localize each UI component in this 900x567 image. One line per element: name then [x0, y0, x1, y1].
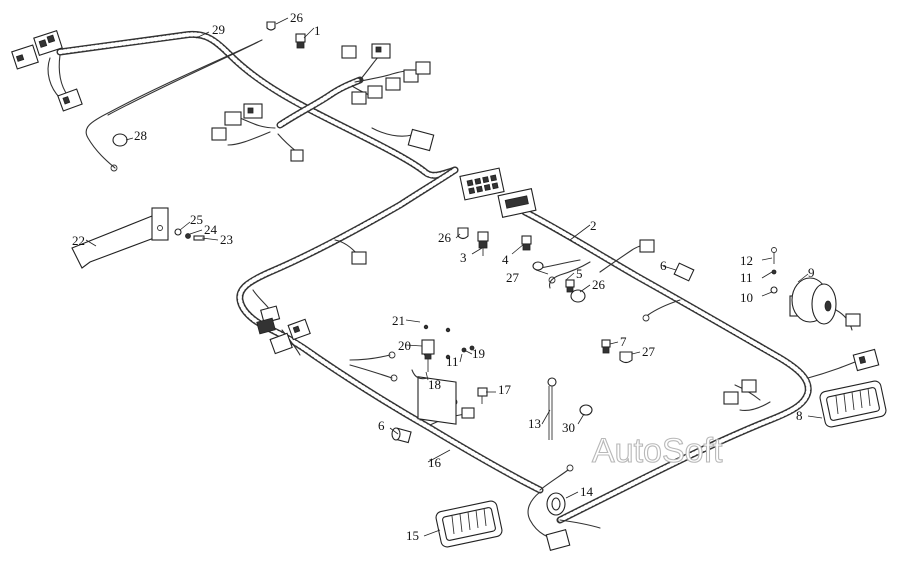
callout-29: 29 — [212, 22, 225, 37]
callout-25: 25 — [190, 212, 203, 227]
callout-26-mid: 26 — [438, 230, 452, 245]
ground-terminal-2 — [642, 314, 650, 322]
callout-15: 15 — [406, 528, 419, 543]
callout-20: 20 — [398, 338, 411, 353]
callout-19: 19 — [472, 346, 485, 361]
callout-26-top: 26 — [290, 10, 304, 25]
switch-3 — [477, 231, 489, 256]
callout-11-mid: 11 — [446, 354, 459, 369]
fasteners-10-12 — [770, 247, 778, 294]
rod-13 — [547, 377, 557, 440]
connector-group-29-c — [341, 43, 431, 105]
grommet-14 — [546, 492, 566, 516]
sensor-7 — [601, 339, 611, 354]
grommet-26-mid — [457, 227, 469, 240]
connector-2-bottom — [545, 464, 574, 551]
connector-2-right-b — [723, 379, 757, 405]
callout-21: 21 — [392, 313, 405, 328]
callout-27-right: 27 — [642, 344, 656, 359]
callout-7: 7 — [620, 334, 627, 349]
small-connector-b — [256, 305, 281, 335]
callout-2: 2 — [590, 218, 597, 233]
sensor-6-right — [673, 262, 695, 282]
callout-22: 22 — [72, 233, 85, 248]
grommet-26-low — [570, 289, 586, 303]
sensor-5 — [548, 276, 575, 293]
callout-26-low: 26 — [592, 277, 606, 292]
horn-9 — [789, 277, 861, 331]
callout-28: 28 — [134, 128, 147, 143]
callout-6-left: 6 — [378, 418, 385, 433]
callout-5: 5 — [576, 266, 583, 281]
grommet-27-b — [619, 351, 633, 364]
harness-2 — [236, 166, 861, 541]
callout-16: 16 — [428, 455, 442, 470]
connector-2-end — [852, 348, 880, 372]
connector-29-e — [407, 128, 435, 152]
harness-29 — [47, 30, 459, 179]
connector-block-29-a — [11, 30, 63, 70]
watermark: AutoSoft — [592, 432, 723, 470]
callout-3: 3 — [460, 250, 467, 265]
connector-2-right-a — [639, 239, 655, 253]
bracket-22 — [71, 207, 169, 269]
callout-8: 8 — [796, 408, 803, 423]
callout-30: 30 — [562, 420, 575, 435]
cap-26-top — [266, 21, 276, 31]
grommet-27-a — [532, 261, 544, 271]
callout-24: 24 — [204, 222, 218, 237]
small-connector-a — [351, 251, 367, 265]
connector-group-29-d — [211, 103, 304, 162]
grommet-28 — [110, 133, 128, 172]
lamp-8 — [819, 380, 887, 428]
callout-10: 10 — [740, 290, 753, 305]
sensor-4 — [521, 235, 532, 251]
sensor-6-left — [391, 427, 412, 444]
callout-6-right: 6 — [660, 258, 667, 273]
callout-27-mid: 27 — [506, 270, 520, 285]
leader-lines — [85, 17, 823, 537]
callout-4: 4 — [502, 252, 509, 267]
lamp-15 — [435, 500, 503, 548]
connector-pair-16 — [269, 318, 311, 355]
callout-1: 1 — [314, 23, 321, 38]
sensor-17 — [477, 387, 488, 404]
fasteners-11-19 — [411, 345, 475, 380]
relay-20 — [421, 339, 435, 372]
cap-30 — [579, 404, 593, 416]
callout-9: 9 — [808, 265, 815, 280]
callout-17: 17 — [498, 382, 512, 397]
callout-14: 14 — [580, 484, 594, 499]
callout-12: 12 — [740, 253, 753, 268]
callout-18: 18 — [428, 377, 441, 392]
main-connector-block — [459, 167, 537, 218]
sender-1 — [295, 33, 306, 49]
callout-23: 23 — [220, 232, 233, 247]
callout-11-right: 11 — [740, 270, 753, 285]
connector-29-b — [57, 88, 83, 112]
callout-13: 13 — [528, 416, 541, 431]
